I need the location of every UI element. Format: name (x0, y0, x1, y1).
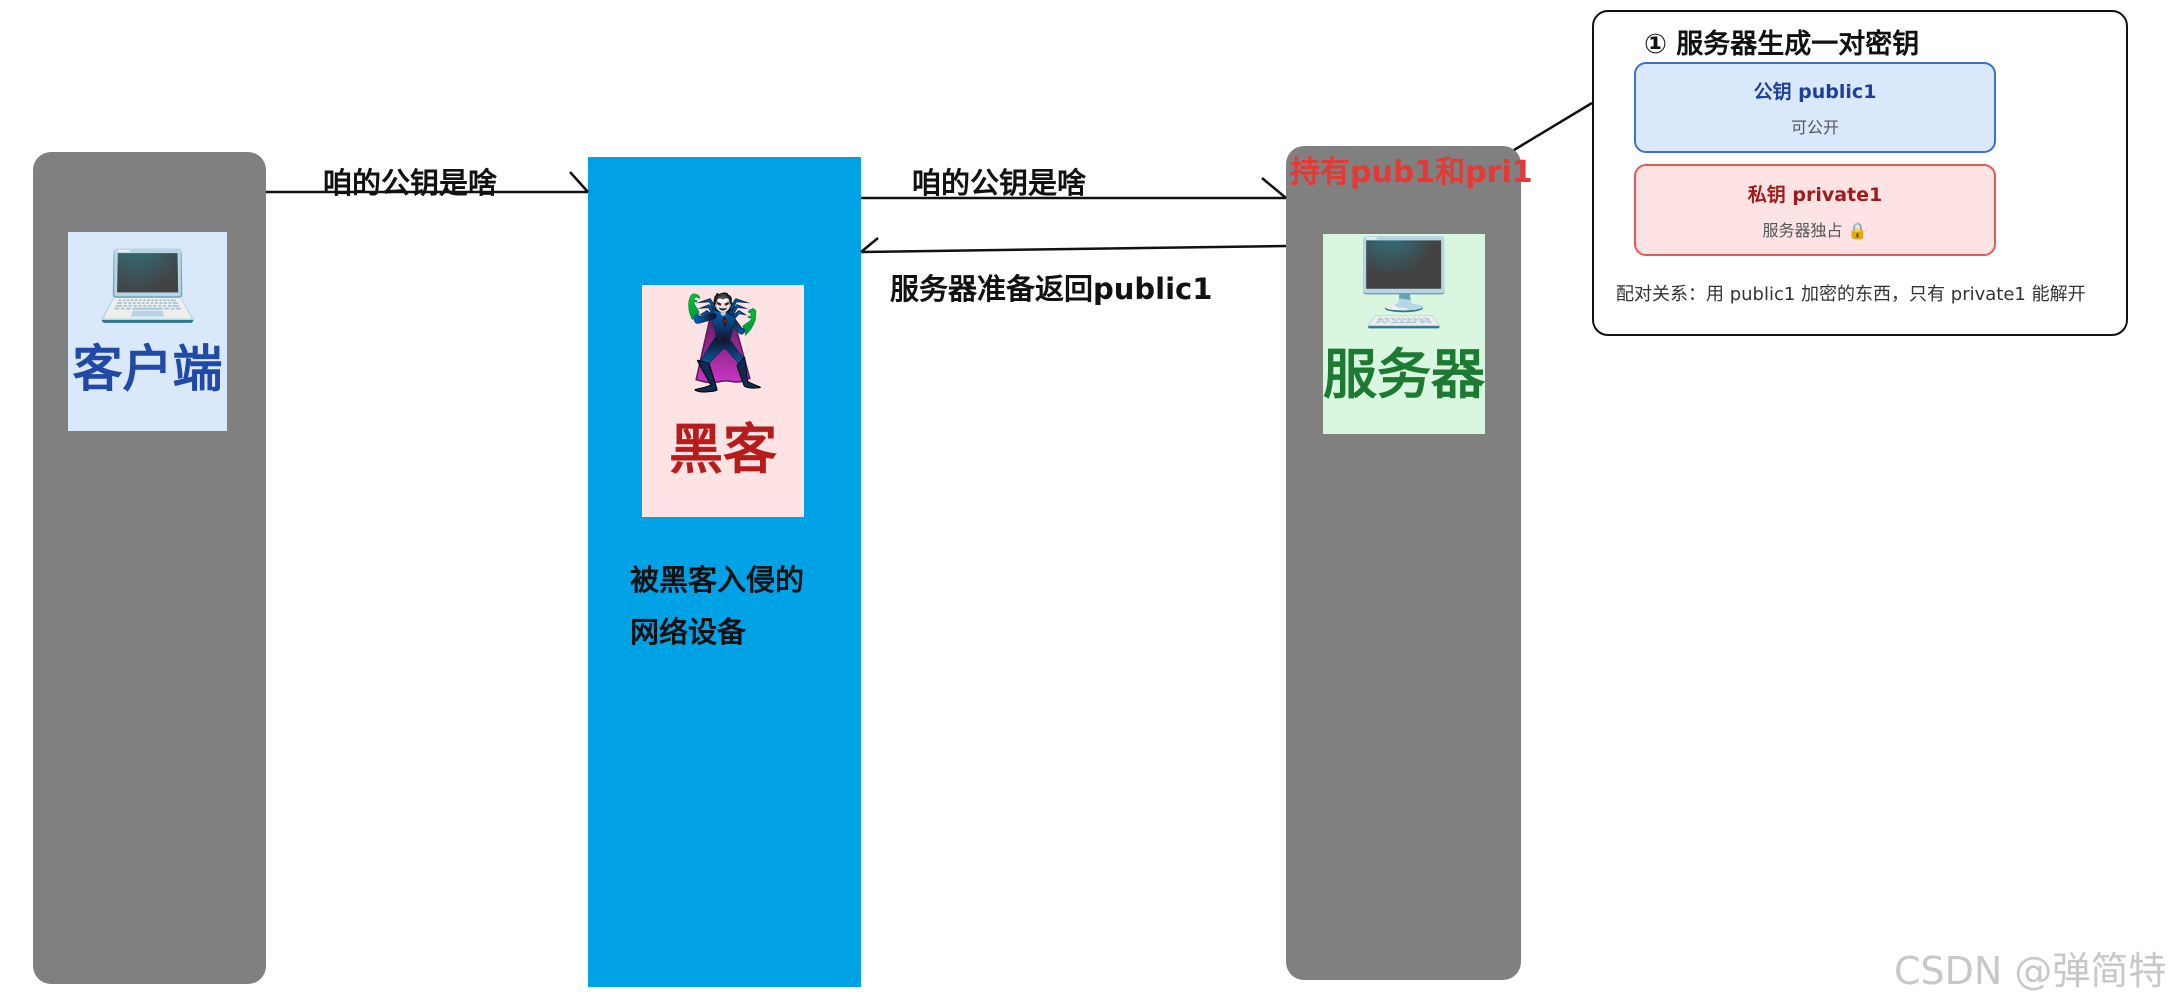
hacker-caption-line-2: 网络设备 (630, 615, 747, 649)
message-client-to-hacker: 咱的公钥是啥 (323, 166, 498, 200)
public-key-sub: 可公开 (1790, 118, 1839, 137)
arrowhead-server-to-hacker (860, 237, 879, 253)
public-key-card: 公钥 public1 可公开 (1634, 62, 1996, 153)
private-key-card: 私钥 private1 服务器独占 🔒 (1634, 164, 1996, 256)
callout-title: ① 服务器生成一对密钥 (1644, 29, 1920, 60)
callout-pointer (1513, 101, 1593, 152)
watermark: CSDN @弹简特 (1894, 949, 2167, 993)
arrow-server-to-hacker (860, 244, 1287, 254)
arrowhead-client-to-hacker (569, 171, 589, 193)
server-status: 持有pub1和pri1 (1290, 155, 1533, 190)
public-key-title: 公钥 public1 (1753, 81, 1877, 103)
supervillain-icon: 🦹 (666, 291, 780, 396)
message-hacker-to-server: 咱的公钥是啥 (912, 166, 1087, 200)
server-card: 🖥️ 服务器 (1323, 234, 1485, 434)
message-server-to-hacker: 服务器准备返回public1 (890, 272, 1213, 306)
server-label: 服务器 (1323, 343, 1485, 406)
callout-note: 配对关系：用 public1 加密的东西，只有 private1 能解开 (1616, 284, 2086, 305)
client-card: 💻 客户端 (68, 232, 227, 431)
hacker-label: 黑客 (669, 418, 777, 481)
hacker-caption-line-1: 被黑客入侵的 (630, 563, 805, 597)
private-key-sub: 服务器独占 🔒 (1762, 220, 1868, 240)
arrowhead-hacker-to-server (1261, 177, 1287, 199)
laptop-icon: 💻 (96, 231, 199, 326)
private-key-title: 私钥 private1 (1747, 183, 1883, 206)
hacker-card: 🦹 黑客 (642, 285, 804, 517)
client-label: 客户端 (72, 340, 223, 398)
key-pair-callout: ① 服务器生成一对密钥 公钥 public1 可公开 私钥 private1 服… (1592, 10, 2128, 336)
hacker-caption: 被黑客入侵的 网络设备 (630, 554, 804, 658)
desktop-computer-icon: 🖥️ (1351, 233, 1457, 331)
